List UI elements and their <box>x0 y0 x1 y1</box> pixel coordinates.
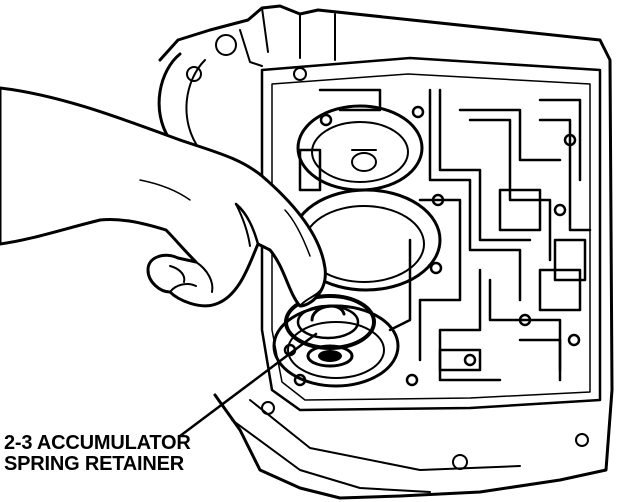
callout-line-2: SPRING RETAINER <box>4 453 184 475</box>
valve-body <box>260 56 602 412</box>
callout-line-1: 2-3 ACCUMULATOR <box>4 432 191 454</box>
transmission-case <box>157 4 614 500</box>
leader-line <box>178 332 318 438</box>
spring-retainer <box>284 294 376 368</box>
callout-label: 2-3 ACCUMULATOR SPRING RETAINER <box>4 433 191 475</box>
upper-bore <box>296 104 424 192</box>
hand-icon <box>0 86 327 308</box>
